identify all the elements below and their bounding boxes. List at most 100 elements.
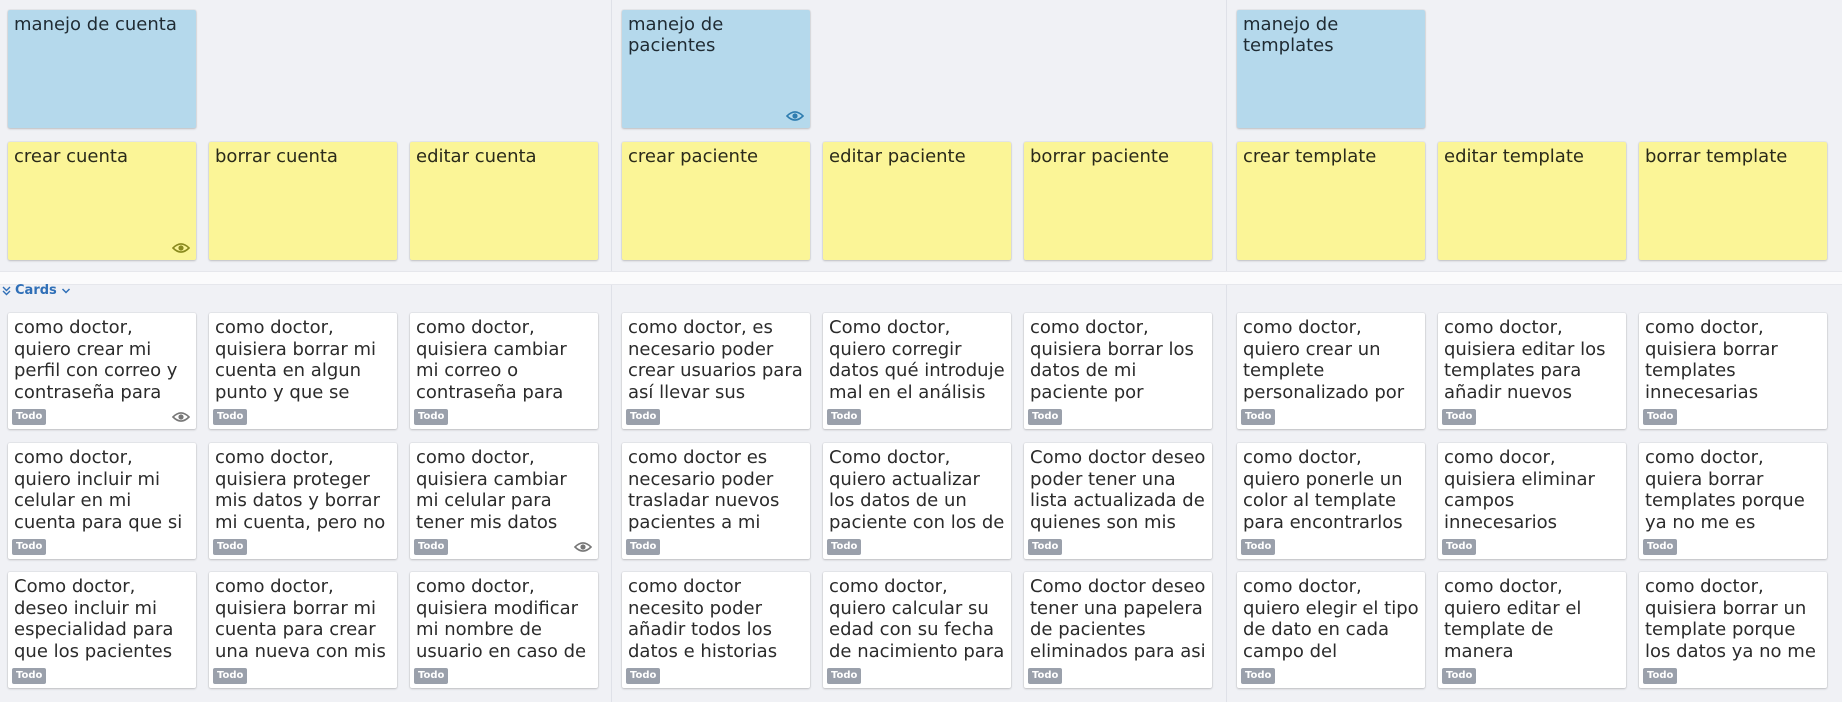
- story-text: como doctor, quisiera borrar mi cuenta p…: [215, 576, 386, 662]
- status-badge[interactable]: Todo: [626, 539, 661, 555]
- story-card[interactable]: como doctor, quisiera modificar mi nombr…: [410, 572, 598, 688]
- story-card[interactable]: como doctor, quisiera cambiar mi correo …: [410, 313, 598, 429]
- status-badge[interactable]: Todo: [213, 409, 248, 425]
- story-text: como docor, quisiera eliminar campos inn…: [1444, 447, 1595, 533]
- status-badge[interactable]: Todo: [1643, 668, 1678, 684]
- status-badge[interactable]: Todo: [1241, 539, 1276, 555]
- swimlane-header-cards[interactable]: Cards: [2, 283, 71, 298]
- feature-title: borrar template: [1645, 146, 1788, 167]
- feature-card[interactable]: crear paciente: [622, 142, 810, 260]
- watch-eye-icon[interactable]: [172, 242, 190, 254]
- story-text: Como doctor, quiero actualizar los datos…: [829, 447, 1005, 533]
- watch-eye-icon[interactable]: [172, 411, 190, 423]
- story-text: como doctor, quiero incluir mi celular e…: [14, 447, 183, 533]
- story-text: como doctor, quisiera modificar mi nombr…: [416, 576, 587, 662]
- feature-title: crear template: [1243, 146, 1377, 167]
- story-card[interactable]: como doctor, quiero calcular su edad con…: [823, 572, 1011, 688]
- story-text: como doctor, quisiera borrar un template…: [1645, 576, 1816, 662]
- story-card[interactable]: como doctor es necesario poder trasladar…: [622, 443, 810, 559]
- story-text: como doctor es necesario poder trasladar…: [628, 447, 780, 533]
- story-text: como doctor, quiero crear un templete pe…: [1243, 317, 1405, 403]
- status-badge[interactable]: Todo: [626, 409, 661, 425]
- story-text: como doctor, quiero editar el template d…: [1444, 576, 1582, 662]
- chevron-down-icon[interactable]: [61, 287, 71, 295]
- status-badge[interactable]: Todo: [414, 409, 449, 425]
- story-card[interactable]: Como doctor, quiero actualizar los datos…: [823, 443, 1011, 559]
- status-badge[interactable]: Todo: [213, 539, 248, 555]
- status-badge[interactable]: Todo: [626, 668, 661, 684]
- story-text: Como doctor deseo tener una papelera de …: [1030, 576, 1206, 662]
- epic-title: manejo de cuenta: [14, 14, 177, 35]
- epic-card[interactable]: manejo de pacientes: [622, 10, 810, 128]
- feature-card[interactable]: crear template: [1237, 142, 1425, 260]
- status-badge[interactable]: Todo: [12, 409, 47, 425]
- story-text: como doctor, quisiera borrar mi cuenta e…: [215, 317, 377, 403]
- epic-card[interactable]: manejo de templates: [1237, 10, 1425, 128]
- story-text: como doctor, quisiera borrar los datos d…: [1030, 317, 1194, 403]
- status-badge[interactable]: Todo: [827, 409, 862, 425]
- story-card[interactable]: como doctor, quiero crear un templete pe…: [1237, 313, 1425, 429]
- story-card[interactable]: Como doctor, quiero corregir datos qué i…: [823, 313, 1011, 429]
- story-card[interactable]: Como doctor deseo tener una papelera de …: [1024, 572, 1212, 688]
- status-badge[interactable]: Todo: [1241, 668, 1276, 684]
- story-text: como doctor, quisiera proteger mis datos…: [215, 447, 386, 533]
- story-text: como doctor, es necesario poder crear us…: [628, 317, 803, 403]
- status-badge[interactable]: Todo: [1442, 539, 1477, 555]
- story-card[interactable]: como doctor, quisiera proteger mis datos…: [209, 443, 397, 559]
- feature-card[interactable]: editar cuenta: [410, 142, 598, 260]
- feature-title: editar template: [1444, 146, 1584, 167]
- story-card[interactable]: como doctor, quiero editar el template d…: [1438, 572, 1626, 688]
- collapse-double-chevron-icon[interactable]: [2, 286, 11, 296]
- status-badge[interactable]: Todo: [1028, 409, 1063, 425]
- feature-card[interactable]: borrar template: [1639, 142, 1827, 260]
- story-card[interactable]: como doctor, es necesario poder crear us…: [622, 313, 810, 429]
- story-card[interactable]: como doctor, quisiera borrar mi cuenta p…: [209, 572, 397, 688]
- watch-eye-icon[interactable]: [574, 541, 592, 553]
- status-badge[interactable]: Todo: [414, 668, 449, 684]
- feature-card[interactable]: borrar paciente: [1024, 142, 1212, 260]
- status-badge[interactable]: Todo: [12, 668, 47, 684]
- feature-card[interactable]: editar template: [1438, 142, 1626, 260]
- status-badge[interactable]: Todo: [1241, 409, 1276, 425]
- feature-title: crear paciente: [628, 146, 759, 167]
- story-card[interactable]: como doctor, quiero ponerle un color al …: [1237, 443, 1425, 559]
- feature-card[interactable]: crear cuenta: [8, 142, 196, 260]
- status-badge[interactable]: Todo: [827, 668, 862, 684]
- status-badge[interactable]: Todo: [1643, 409, 1678, 425]
- status-badge[interactable]: Todo: [1028, 539, 1063, 555]
- status-badge[interactable]: Todo: [827, 539, 862, 555]
- story-card[interactable]: como doctor, quiero crear mi perfil con …: [8, 313, 196, 429]
- swimlane-divider: [0, 271, 1842, 285]
- story-card[interactable]: como doctor, quisiera cambiar mi celular…: [410, 443, 598, 559]
- story-card[interactable]: como doctor, quiero elegir el tipo de da…: [1237, 572, 1425, 688]
- status-badge[interactable]: Todo: [1442, 409, 1477, 425]
- story-card[interactable]: Como doctor, deseo incluir mi especialid…: [8, 572, 196, 688]
- epic-card[interactable]: manejo de cuenta: [8, 10, 196, 128]
- status-badge[interactable]: Todo: [1028, 668, 1063, 684]
- feature-card[interactable]: borrar cuenta: [209, 142, 397, 260]
- watch-eye-icon[interactable]: [786, 110, 804, 122]
- story-card[interactable]: como doctor, quisiera borrar un template…: [1639, 572, 1827, 688]
- feature-title: editar cuenta: [416, 146, 537, 167]
- story-card[interactable]: Como doctor deseo poder tener una lista …: [1024, 443, 1212, 559]
- story-card[interactable]: como doctor, quisiera borrar los datos d…: [1024, 313, 1212, 429]
- status-badge[interactable]: Todo: [1442, 668, 1477, 684]
- story-card[interactable]: como doctor, quisiera editar los templat…: [1438, 313, 1626, 429]
- story-card[interactable]: como docor, quisiera eliminar campos inn…: [1438, 443, 1626, 559]
- story-card[interactable]: como doctor necesito poder añadir todos …: [622, 572, 810, 688]
- status-badge[interactable]: Todo: [1643, 539, 1678, 555]
- story-card[interactable]: como doctor, quisiera borrar mi cuenta e…: [209, 313, 397, 429]
- status-badge[interactable]: Todo: [414, 539, 449, 555]
- story-text: como doctor, quiero elegir el tipo de da…: [1243, 576, 1419, 662]
- epic-title: manejo de templates: [1243, 14, 1339, 56]
- status-badge[interactable]: Todo: [213, 668, 248, 684]
- column-separator: [611, 0, 612, 702]
- story-card[interactable]: como doctor, quisiera borrar templates i…: [1639, 313, 1827, 429]
- story-card[interactable]: como doctor, quiera borrar templates por…: [1639, 443, 1827, 559]
- feature-title: borrar cuenta: [215, 146, 338, 167]
- story-text: como doctor, quisiera editar los templat…: [1444, 317, 1606, 403]
- story-card[interactable]: como doctor, quiero incluir mi celular e…: [8, 443, 196, 559]
- story-text: como doctor, quisiera cambiar mi correo …: [416, 317, 567, 403]
- status-badge[interactable]: Todo: [12, 539, 47, 555]
- feature-card[interactable]: editar paciente: [823, 142, 1011, 260]
